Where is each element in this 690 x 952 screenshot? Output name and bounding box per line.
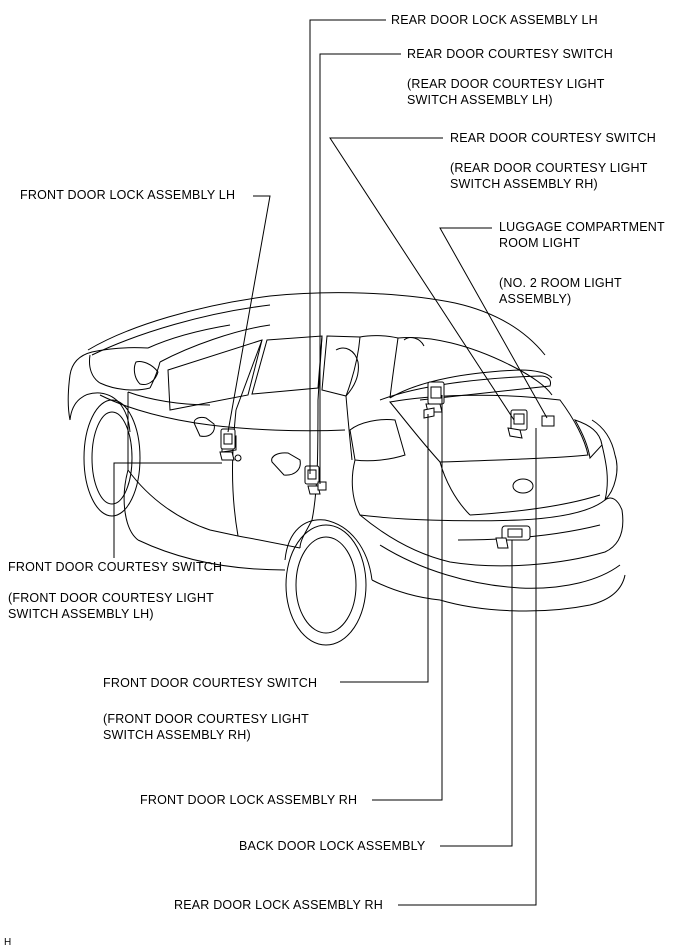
label-rear-door-courtesy-rh-sub2: SWITCH ASSEMBLY RH): [450, 177, 598, 191]
label-luggage-light-line2: ROOM LIGHT: [499, 236, 581, 250]
back-door-lock-part: [495, 525, 531, 549]
label-rear-door-courtesy-switch-rh: REAR DOOR COURTESY SWITCH: [450, 131, 656, 145]
front-door-lock-rh-part: [425, 381, 445, 413]
label-front-door-courtesy-rh-sub2: SWITCH ASSEMBLY RH): [103, 728, 251, 742]
label-front-door-lock-rh: FRONT DOOR LOCK ASSEMBLY RH: [140, 793, 358, 807]
label-rear-door-courtesy-lh-sub2: SWITCH ASSEMBLY LH): [407, 93, 553, 107]
label-luggage-light-sub1: (NO. 2 ROOM LIGHT: [499, 276, 622, 290]
figure-code: H: [4, 937, 12, 948]
label-luggage-light-sub2: ASSEMBLY): [499, 292, 572, 306]
component-parts: [219, 381, 555, 549]
rear-door-lock-rh-part: [507, 409, 528, 439]
label-front-door-courtesy-rh-sub1: (FRONT DOOR COURTESY LIGHT: [103, 712, 309, 726]
label-front-door-courtesy-switch-lh: FRONT DOOR COURTESY SWITCH: [8, 560, 223, 574]
leader-lines: [113, 19, 548, 906]
label-rear-door-lock-lh: REAR DOOR LOCK ASSEMBLY LH: [391, 13, 598, 27]
car-body: [67, 292, 626, 646]
label-back-door-lock: BACK DOOR LOCK ASSEMBLY: [239, 839, 426, 853]
label-front-door-lock-lh: FRONT DOOR LOCK ASSEMBLY LH: [20, 188, 236, 202]
rear-door-courtesy-lh-part: [317, 481, 327, 491]
front-door-lock-lh-part: [219, 428, 242, 462]
label-rear-door-courtesy-lh-sub1: (REAR DOOR COURTESY LIGHT: [407, 77, 605, 91]
rear-door-lock-lh-part: [304, 465, 321, 495]
label-rear-door-courtesy-switch-lh: REAR DOOR COURTESY SWITCH: [407, 47, 613, 61]
label-rear-door-courtesy-rh-sub1: (REAR DOOR COURTESY LIGHT: [450, 161, 648, 175]
label-front-door-courtesy-lh-sub1: (FRONT DOOR COURTESY LIGHT: [8, 591, 214, 605]
label-front-door-courtesy-lh-sub2: SWITCH ASSEMBLY LH): [8, 607, 154, 621]
label-luggage-light-line1: LUGGAGE COMPARTMENT: [499, 220, 665, 234]
front-door-courtesy-rh-part: [423, 407, 435, 419]
label-front-door-courtesy-switch-rh: FRONT DOOR COURTESY SWITCH: [103, 676, 318, 690]
luggage-light-part: [541, 415, 555, 427]
label-rear-door-lock-rh: REAR DOOR LOCK ASSEMBLY RH: [174, 898, 383, 912]
